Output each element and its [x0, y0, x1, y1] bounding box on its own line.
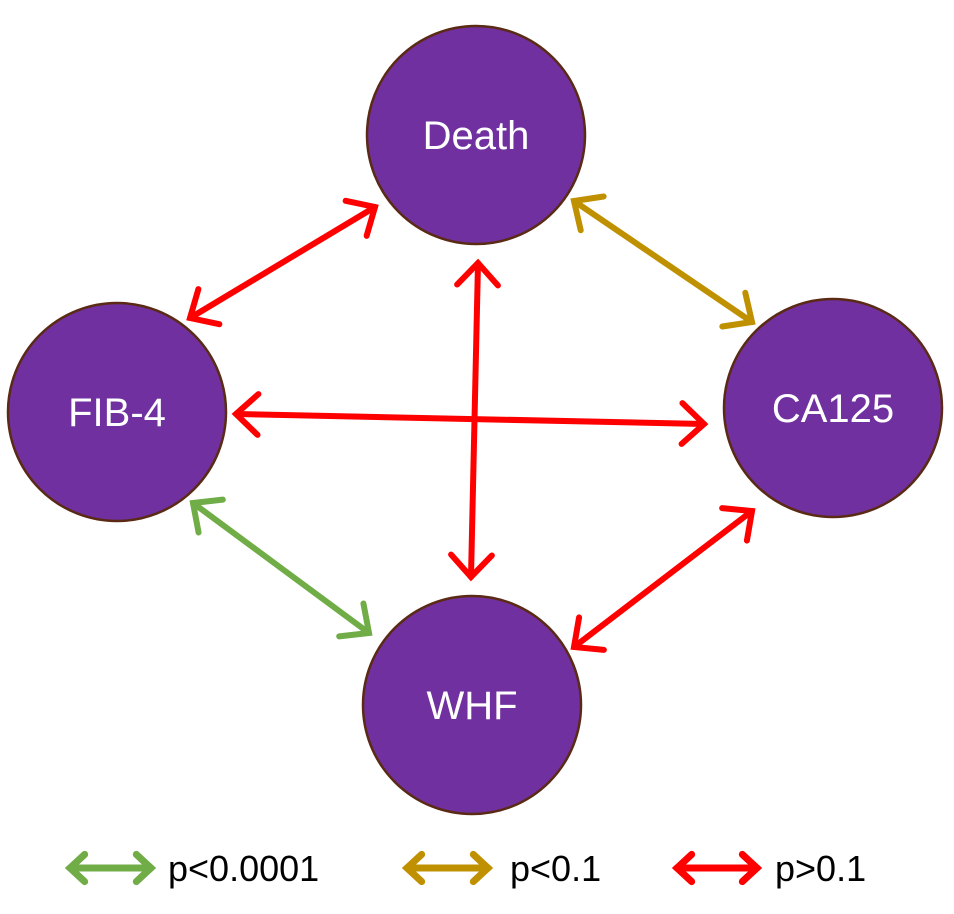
edge-death-fib4-arrow	[186, 197, 379, 328]
node-whf-circle	[361, 594, 583, 816]
node-ca125-circle	[722, 297, 944, 519]
legend-double-arrow-icon	[671, 850, 763, 886]
legend-arrow-shape	[64, 850, 157, 886]
edge-fib4-whf-arrow	[189, 496, 373, 640]
arrow-shaft	[571, 198, 755, 325]
edge-fib4-ca125-arrow	[231, 391, 709, 447]
arrowhead-end	[678, 400, 709, 447]
node-death-label: Death	[423, 114, 530, 158]
nodes-layer: Death FIB-4 CA125 WHF	[6, 24, 944, 816]
arrowhead-end	[186, 286, 223, 328]
node-ca125-label: CA125	[772, 387, 894, 431]
arrowhead-start	[570, 193, 607, 234]
arrowhead-end	[738, 850, 763, 886]
legend-label: p<0.0001	[168, 848, 319, 889]
arrowhead-start	[401, 850, 426, 886]
legend-arrow-shape	[671, 850, 763, 886]
arrowhead-start	[231, 391, 262, 438]
arrowhead-start	[719, 505, 756, 544]
arrow-shaft	[187, 204, 378, 321]
node-whf: WHF	[361, 594, 583, 816]
arrowhead-start	[342, 197, 379, 239]
arrowhead-end	[469, 850, 494, 886]
arrowhead-end	[132, 850, 157, 886]
node-fib4-circle	[6, 301, 228, 523]
arrowhead-end	[570, 614, 607, 653]
arrowhead-start	[454, 258, 501, 289]
node-death-circle	[365, 24, 587, 246]
legend: p<0.0001 p<0.1 p>0.1	[64, 848, 866, 889]
node-whf-label: WHF	[426, 684, 517, 728]
arrowhead-end	[448, 551, 495, 582]
legend-arrow-shape	[401, 850, 494, 886]
arrow-shaft	[571, 508, 755, 650]
edge-ca125-whf-arrow	[570, 505, 756, 653]
arrowhead-end	[719, 289, 756, 330]
legend-label: p<0.1	[510, 848, 601, 889]
arrowhead-start	[64, 850, 89, 886]
node-fib4: FIB-4	[6, 301, 228, 523]
edge-death-ca125-arrow	[570, 193, 756, 330]
legend-item-significant: p<0.0001	[64, 848, 319, 889]
arrowhead-start	[189, 496, 226, 536]
legend-item-not-significant: p>0.1	[671, 848, 866, 889]
node-fib4-label: FIB-4	[68, 391, 166, 435]
arrow-shaft	[233, 411, 707, 427]
arrowhead-start	[671, 850, 696, 886]
legend-double-arrow-icon	[64, 850, 157, 886]
edges-layer	[186, 193, 756, 653]
arrowhead-end	[336, 600, 373, 640]
arrow-shaft	[190, 500, 372, 636]
legend-item-trend: p<0.1	[401, 848, 601, 889]
legend-label: p>0.1	[775, 848, 866, 889]
legend-double-arrow-icon	[401, 850, 494, 886]
node-ca125: CA125	[722, 297, 944, 519]
node-death: Death	[365, 24, 587, 246]
